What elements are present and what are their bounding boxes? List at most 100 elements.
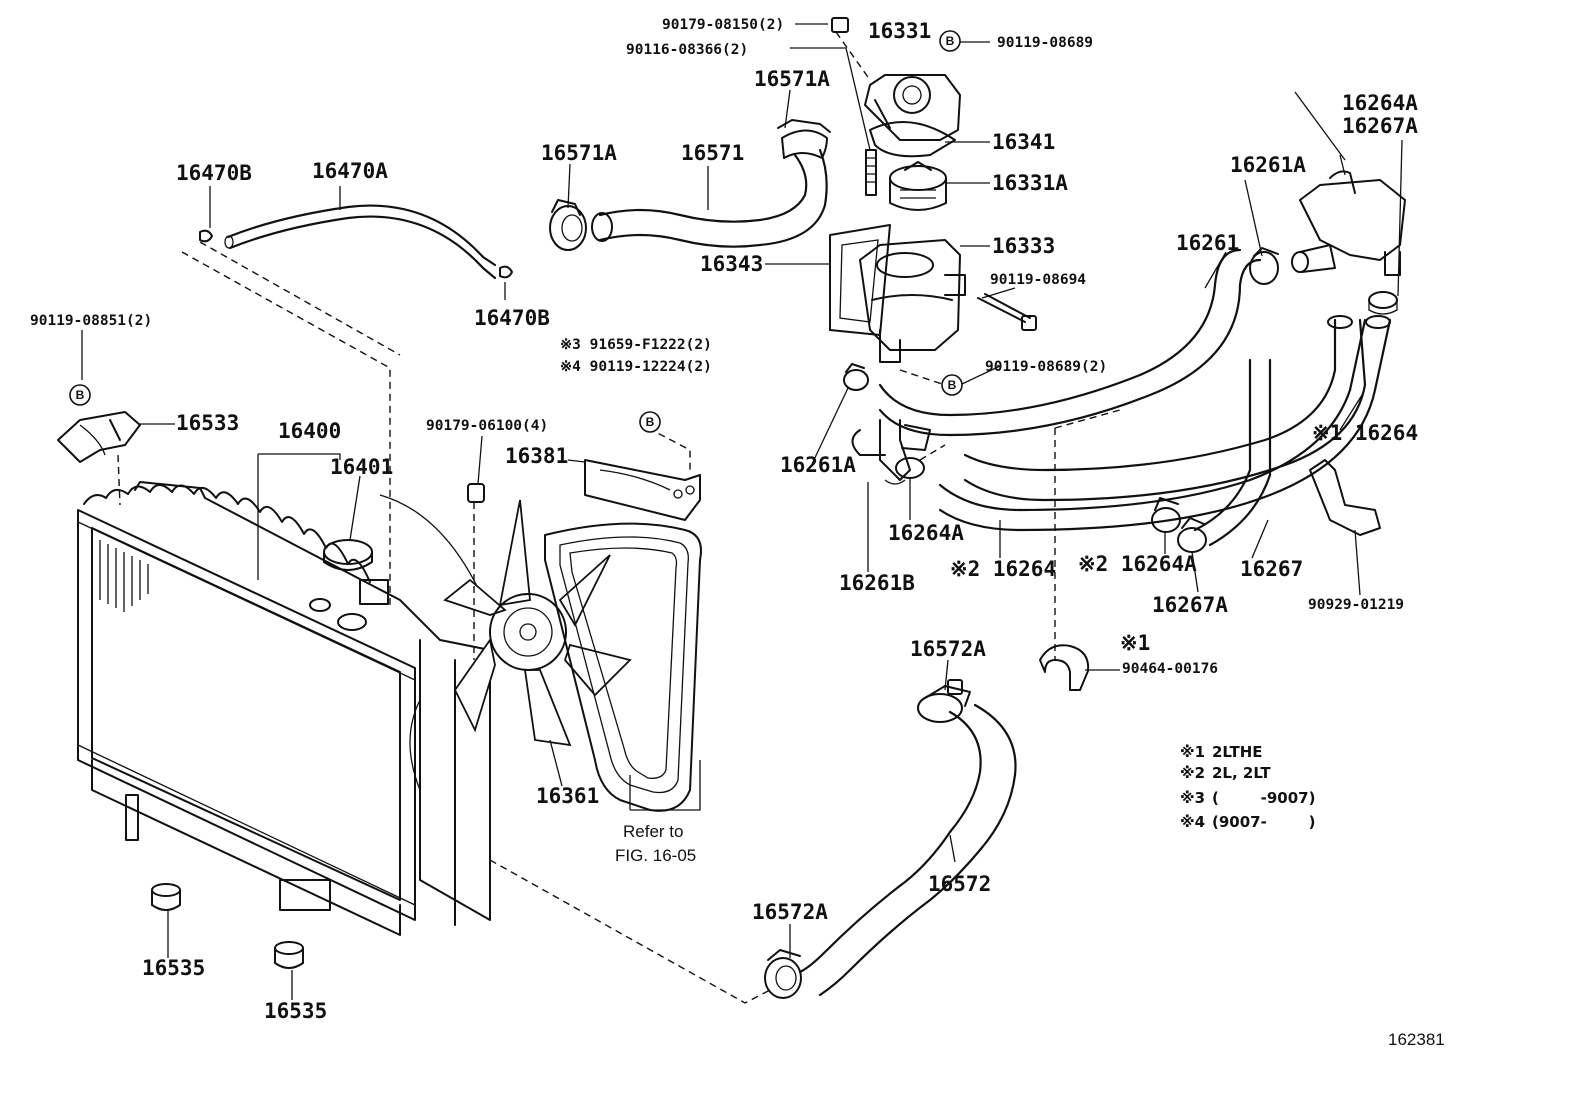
label-16571A-top: 16571A: [754, 67, 830, 91]
hose-clamp-16261A-top: [1249, 247, 1279, 285]
part-labels: 90179-08150(2) 16331 90119-08689 90116-0…: [30, 17, 1418, 1023]
label-16267A-top: 16267A: [1342, 114, 1418, 138]
label-90119-08689-top: 90119-08689: [997, 35, 1093, 51]
heater-hoses: [878, 248, 1392, 547]
diagram-id: 162381: [1388, 1030, 1445, 1049]
note-2-text: 2L, 2LT: [1212, 764, 1271, 782]
svg-text:B: B: [946, 34, 955, 48]
label-16381: 16381: [505, 444, 568, 468]
label-16261B: 16261B: [839, 571, 915, 595]
label-16535-a: 16535: [142, 956, 205, 980]
label-90119-08689-2: 90119-08689(2): [985, 359, 1107, 375]
water-inlet-housing-16333: [859, 239, 966, 363]
label-16361: 16361: [536, 784, 599, 808]
hose-clamp-right-top: [1368, 291, 1398, 315]
reference-line-1: Refer to: [623, 822, 683, 841]
label-90119-12224: ※4 90119-12224(2): [560, 359, 712, 375]
label-16331: 16331: [868, 19, 931, 43]
label-91659-F1222: ※3 91659-F1222(2): [560, 337, 712, 353]
label-16264A-mid: 16264A: [888, 521, 964, 545]
bolt-marker-top: B: [939, 30, 961, 52]
label-16343: 16343: [700, 252, 763, 276]
notes-legend: ※1 2LTHE ※2 2L, 2LT ※3 ( -9007) ※4 (9007…: [1180, 743, 1315, 831]
label-90179-08150: 90179-08150(2): [662, 17, 784, 33]
assembly-lines: [117, 31, 1121, 1004]
radiator-cap: [323, 539, 373, 571]
label-16535-b: 16535: [264, 999, 327, 1023]
label-90119-08851: 90119-08851(2): [30, 313, 152, 329]
hose-clamp-90464-00176: [1039, 644, 1090, 691]
label-16400: 16400: [278, 419, 341, 443]
label-16264A-2: ※2 16264A: [1078, 552, 1197, 576]
radiator: [77, 484, 416, 936]
reference-note: Refer to FIG. 16-05: [615, 822, 696, 865]
bracket-16533: [57, 411, 141, 463]
fan-shroud: [134, 481, 491, 926]
bolt-90119-08694: [977, 293, 1037, 331]
water-outlet-16331: [831, 17, 961, 141]
gasket-16341: [869, 121, 956, 158]
note-4-text: (9007- ): [1212, 813, 1315, 831]
label-16261A-mid: 16261A: [780, 453, 856, 477]
svg-text:B: B: [76, 388, 85, 402]
label-16470B-bottom: 16470B: [474, 306, 550, 330]
svg-text:B: B: [948, 378, 957, 392]
label-16533: 16533: [176, 411, 239, 435]
bolt-marker-bracket: B: [639, 411, 661, 433]
label-16341: 16341: [992, 130, 1055, 154]
radiator-core-hatch: [99, 540, 149, 612]
label-90119-08694: 90119-08694: [990, 272, 1086, 288]
label-16470A: 16470A: [312, 159, 388, 183]
label-16571A-left: 16571A: [541, 141, 617, 165]
label-90929-01219: 90929-01219: [1308, 597, 1404, 613]
cushion-16535-b: [274, 941, 304, 969]
reserve-tank-hose: [199, 204, 513, 280]
label-16261A-top: 16261A: [1230, 153, 1306, 177]
bolt-marker-inlet: B: [941, 374, 963, 396]
note-3-text: ( -9007): [1212, 789, 1315, 807]
upper-hose: [591, 129, 828, 248]
label-16572A-top: 16572A: [910, 637, 986, 661]
label-16267: 16267: [1240, 557, 1303, 581]
cooling-fan: [443, 499, 632, 747]
label-90179-06100: 90179-06100(4): [426, 418, 548, 434]
hose-clamp-16261A-mid: [843, 363, 869, 391]
label-16267A-bottom: 16267A: [1152, 593, 1228, 617]
fan-nut: [467, 483, 485, 503]
lower-hose: [764, 679, 1017, 999]
label-90116-08366: 90116-08366(2): [626, 42, 748, 58]
cushion-16535-a: [151, 883, 181, 911]
label-16572: 16572: [928, 872, 991, 896]
label-16261: 16261: [1176, 231, 1239, 255]
note-1-text: 2LTHE: [1212, 743, 1263, 761]
label-16333: 16333: [992, 234, 1055, 258]
gasket-16343: [829, 224, 891, 336]
bolt-marker-left: B: [69, 384, 91, 406]
label-16470B-top: 16470B: [176, 161, 252, 185]
hose-clamps-lower: [1151, 497, 1207, 553]
bracket-90929-01219: [1309, 459, 1381, 536]
label-16264-2: ※2 16264: [950, 557, 1056, 581]
note-3-mark: ※3: [1180, 789, 1205, 807]
svg-text:B: B: [646, 415, 655, 429]
note-1-mark: ※1: [1180, 743, 1205, 761]
leader-lines: [81, 23, 1403, 1000]
thermostat-16331A: [889, 161, 947, 211]
label-16264-right: ※1 16264: [1312, 421, 1418, 445]
label-16331A: 16331A: [992, 171, 1068, 195]
label-star1-clamp: ※1: [1120, 631, 1150, 655]
note-2-mark: ※2: [1180, 764, 1205, 782]
water-union: [1291, 91, 1406, 276]
label-16264A-top: 16264A: [1342, 91, 1418, 115]
reference-line-2: FIG. 16-05: [615, 846, 696, 865]
bracket-16381: [584, 459, 701, 521]
stud-bolt: [865, 149, 877, 196]
label-90464-00176: 90464-00176: [1122, 661, 1218, 677]
label-16571: 16571: [681, 141, 744, 165]
label-16572A-bottom: 16572A: [752, 900, 828, 924]
note-4-mark: ※4: [1180, 813, 1205, 831]
drive-belt: [544, 522, 702, 812]
water-inlet-pipe: [851, 419, 931, 485]
